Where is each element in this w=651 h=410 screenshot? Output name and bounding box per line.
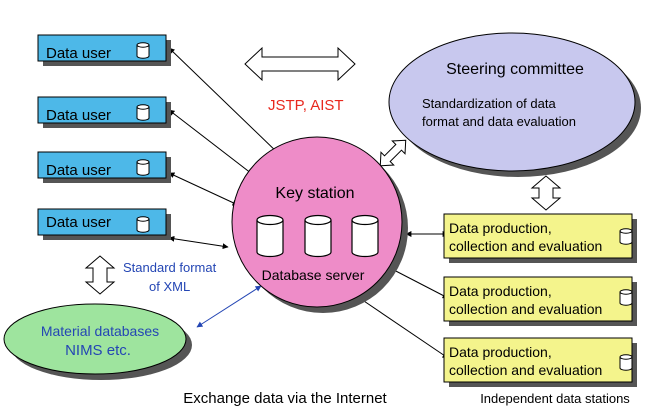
steering-line-1: Standardization of data — [422, 96, 556, 111]
production-line-2: collection and evaluation — [449, 301, 602, 317]
key-station-subtitle: Database server — [262, 267, 365, 283]
production-box-2: Data production, collection and evaluati… — [443, 276, 637, 326]
double-arrow-vertical-steering — [530, 175, 562, 211]
production-line-1: Data production, — [449, 220, 552, 236]
database-icon — [304, 214, 332, 258]
connectors — [168, 47, 449, 359]
database-icon — [619, 354, 633, 371]
connector-production-3 — [357, 296, 449, 359]
database-server-icons — [256, 214, 379, 258]
production-line-1: Data production, — [449, 344, 552, 360]
production-box-3: Data production, collection and evaluati… — [443, 337, 637, 387]
key-station: Key station Database server — [231, 136, 408, 313]
standard-format-line-2: of XML — [149, 279, 190, 294]
database-icon — [136, 104, 150, 121]
production-box-1: Data production, collection and evaluati… — [443, 213, 637, 263]
double-arrow-horizontal — [244, 46, 356, 82]
database-icon — [136, 216, 150, 233]
connector-user-3 — [168, 172, 239, 206]
production-line-2: collection and evaluation — [449, 362, 602, 378]
data-user-label: Data user — [46, 45, 111, 62]
production-line-1: Data production, — [449, 283, 552, 299]
material-db-line-2: NIMS etc. — [65, 342, 131, 359]
database-icon — [619, 289, 633, 306]
connector-user-2 — [168, 109, 257, 178]
data-user-label: Data user — [46, 107, 111, 124]
hollow-arrows — [84, 46, 562, 295]
connector-production-2 — [389, 267, 449, 299]
connector-user-4 — [168, 235, 229, 250]
database-icon — [351, 214, 379, 258]
database-icon — [136, 159, 150, 176]
data-user-box-1: Data user — [37, 34, 171, 66]
database-icon — [619, 228, 633, 245]
material-databases: Material databases NIMS etc. — [3, 303, 192, 380]
steering-title: Steering committee — [446, 61, 584, 78]
material-db-line-1: Material databases — [41, 323, 159, 339]
database-icon — [256, 214, 284, 258]
data-user-box-4: Data user — [37, 208, 171, 240]
key-station-title: Key station — [275, 185, 354, 202]
production-line-2: collection and evaluation — [449, 238, 602, 254]
footer-independent-text: Independent data stations — [480, 391, 630, 406]
double-arrow-vertical-xml — [84, 255, 116, 295]
jstp-aist-label: JSTP, AIST — [268, 97, 344, 114]
data-user-label: Data user — [46, 214, 111, 231]
standard-format-line-1: Standard format — [123, 260, 217, 275]
connector-user-1 — [168, 47, 282, 157]
steering-line-2: format and data evaluation — [422, 114, 576, 129]
connector-material-db — [196, 285, 262, 328]
data-user-label: Data user — [46, 162, 111, 179]
steering-committee: Steering committee Standardization of da… — [388, 32, 641, 177]
double-arrow-diagonal — [379, 139, 407, 167]
data-user-box-3: Data user — [37, 151, 171, 183]
footer-exchange-text: Exchange data via the Internet — [183, 390, 387, 407]
database-icon — [136, 42, 150, 59]
data-user-box-2: Data user — [37, 96, 171, 128]
